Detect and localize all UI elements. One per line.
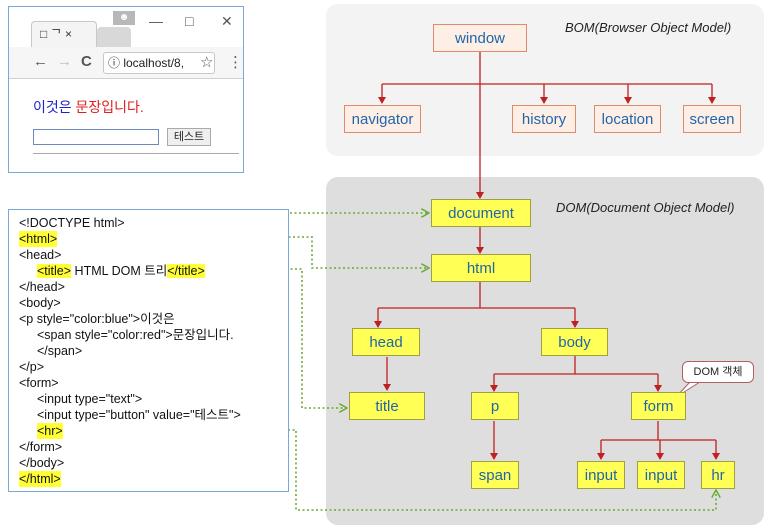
node-hr: hr bbox=[701, 461, 735, 489]
code-hr: <hr> bbox=[37, 423, 63, 439]
code-p-close: </p> bbox=[19, 360, 45, 374]
bom-label: BOM(Browser Object Model) bbox=[565, 20, 732, 35]
paragraph-blue-text: 이것은 bbox=[33, 99, 72, 115]
user-icon[interactable]: ☻ bbox=[113, 11, 135, 25]
reload-icon[interactable]: C bbox=[81, 53, 92, 70]
code-title-open: <title> bbox=[37, 264, 72, 278]
code-head-open: <head> bbox=[19, 248, 62, 262]
code-html-open: <html> bbox=[19, 231, 58, 247]
code-span-close: </span> bbox=[37, 344, 83, 358]
node-head: head bbox=[352, 328, 420, 356]
node-p: p bbox=[471, 392, 519, 420]
dom-label: DOM(Document Object Model) bbox=[556, 200, 735, 215]
node-location: location bbox=[594, 105, 661, 133]
forward-icon[interactable]: → bbox=[57, 53, 72, 70]
node-input-text: input bbox=[577, 461, 625, 489]
paragraph-red-span: 문장입니다. bbox=[75, 99, 144, 115]
node-title: title bbox=[349, 392, 425, 420]
code-doctype: <!DOCTYPE html> bbox=[19, 216, 125, 230]
dom-object-callout: DOM 객체 bbox=[682, 361, 754, 383]
code-span-open: <span style="color:red">문장입니다. bbox=[37, 328, 234, 342]
node-document: document bbox=[431, 199, 531, 227]
node-window: window bbox=[433, 24, 527, 52]
text-input[interactable] bbox=[33, 129, 159, 145]
code-head-close: </head> bbox=[19, 280, 65, 294]
node-body: body bbox=[541, 328, 608, 356]
menu-icon[interactable]: ⋮ bbox=[228, 54, 243, 71]
horizontal-rule bbox=[33, 153, 239, 154]
node-form: form bbox=[631, 392, 686, 420]
browser-toolbar: ← → C ⓘ localhost/8, ☆ ⋮ bbox=[9, 47, 243, 79]
node-screen: screen bbox=[683, 105, 741, 133]
rendered-paragraph: 이것은 문장입니다. bbox=[33, 97, 144, 117]
browser-titlebar: ☻ □ ᄀ × — □ ✕ bbox=[9, 7, 243, 47]
code-form-open: <form> bbox=[19, 376, 59, 390]
browser-window: ☻ □ ᄀ × — □ ✕ ← → C ⓘ localhost/8, ☆ ⋮ 이… bbox=[8, 6, 244, 173]
code-body-open: <body> bbox=[19, 296, 61, 310]
node-navigator: navigator bbox=[344, 105, 421, 133]
address-bar[interactable]: ⓘ localhost/8, bbox=[103, 52, 215, 74]
code-input-text: <input type="text"> bbox=[37, 392, 143, 406]
minimize-icon[interactable]: — bbox=[149, 13, 163, 29]
node-history: history bbox=[512, 105, 576, 133]
code-input-button: <input type="button" value="테스트"> bbox=[37, 408, 241, 422]
star-icon[interactable]: ☆ bbox=[200, 54, 214, 71]
html-source-box: <!DOCTYPE html> <html> <head> <title> HT… bbox=[8, 209, 289, 492]
node-input-button: input bbox=[637, 461, 685, 489]
code-title-text: HTML DOM 트리 bbox=[74, 264, 168, 278]
code-form-close: </form> bbox=[19, 440, 63, 454]
node-html: html bbox=[431, 254, 531, 282]
maximize-icon[interactable]: □ bbox=[185, 13, 194, 29]
code-body-close: </body> bbox=[19, 456, 65, 470]
close-icon[interactable]: ✕ bbox=[221, 13, 233, 29]
code-p-open: <p style="color:blue">이것은 bbox=[19, 312, 175, 326]
code-title-close: </title> bbox=[167, 264, 205, 278]
test-button[interactable]: 테스트 bbox=[167, 128, 211, 146]
back-icon[interactable]: ← bbox=[33, 53, 48, 70]
code-html-close: </html> bbox=[19, 471, 61, 487]
browser-tab[interactable]: □ ᄀ × bbox=[31, 21, 97, 47]
code-title-line: <title> HTML DOM 트리</title> bbox=[37, 263, 205, 279]
node-span: span bbox=[471, 461, 519, 489]
new-tab-button[interactable] bbox=[97, 27, 131, 47]
